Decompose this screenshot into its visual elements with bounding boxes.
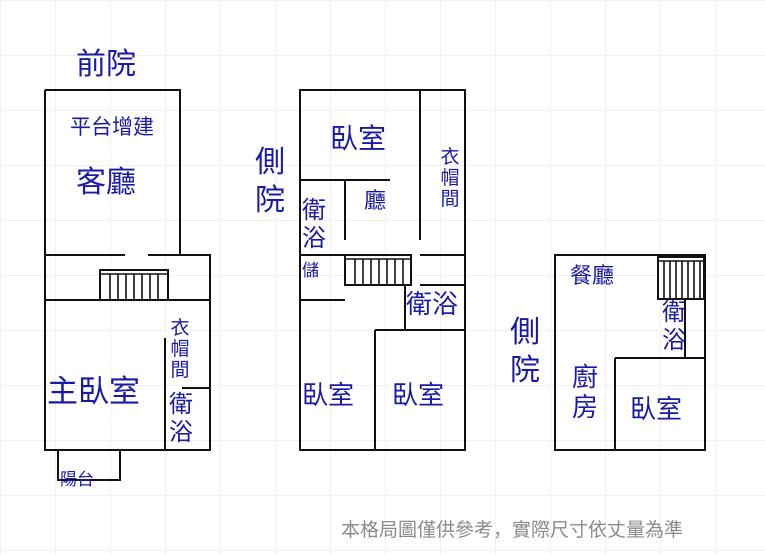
balcony-outline [57, 450, 121, 481]
label-bedroom-top: 臥室 [330, 122, 386, 155]
label-bedroom: 臥室 [630, 395, 682, 425]
side-yard-vertical-label: 側院 [510, 315, 540, 388]
wardrobe-vertical-label: 衣帽間 [170, 317, 189, 381]
wall [45, 89, 181, 255]
outer-wall [554, 254, 706, 451]
label-storage: 儲 [302, 261, 319, 281]
label-bedroom-right: 臥室 [392, 381, 444, 411]
disclaimer-text: 本格局圖僅供參考，實際尺寸依丈量為準 [341, 519, 683, 541]
bathroom-vertical-label: 衛浴 [169, 390, 193, 446]
bathroom-vertical-label: 衛浴 [662, 298, 686, 354]
label-hall: 廳 [364, 189, 386, 214]
label-platform-addition: 平台增建 [70, 115, 154, 139]
staircase [657, 256, 705, 300]
vertical-label-text: 衣帽間 [170, 317, 189, 381]
label-living-room: 客廳 [76, 165, 136, 200]
label-bedroom-left: 臥室 [302, 381, 354, 411]
label-bathroom-right: 衛浴 [406, 290, 458, 320]
vertical-label-text: 衣帽間 [440, 146, 459, 210]
outer-wall [299, 89, 466, 451]
plan-floor-3: 側院 餐廳 衛浴 廚房 臥室 [510, 254, 706, 451]
vertical-label-text: 衛浴 [662, 298, 686, 354]
staircase [344, 254, 412, 286]
plan-floor-1: 前院 平台增建 客廳 主臥室 衣帽間 衣帽間 衛浴 陽台 [44, 47, 211, 490]
side-yard-vertical-label: 側院 [255, 145, 285, 218]
staircase [99, 269, 169, 301]
vertical-label-text: 衛浴 [302, 196, 326, 252]
wall [44, 90, 211, 451]
label-dining-room: 餐廳 [570, 264, 614, 289]
plan-floor-2: 側院 臥室 廳 衣帽間 衛浴 儲 衛浴 臥室 臥室 [255, 89, 466, 451]
label-master-bedroom: 主臥室 [47, 374, 140, 410]
wardrobe-vertical-label: 衣帽間 [440, 146, 459, 210]
vertical-label-text: 衛浴 [169, 390, 193, 446]
vertical-label-text: 廚房 [572, 363, 598, 423]
bathroom-left-vertical-label: 衛浴 [302, 196, 326, 252]
vertical-label-text: 側院 [255, 145, 285, 218]
vertical-label-text: 側院 [510, 315, 540, 388]
label-front-yard: 前院 [76, 47, 136, 82]
label-balcony: 陽台 [60, 470, 94, 490]
kitchen-vertical-label: 廚房 [572, 363, 598, 423]
